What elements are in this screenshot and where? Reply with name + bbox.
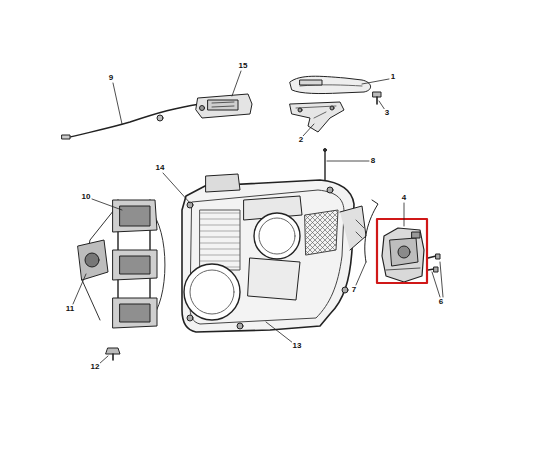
rod-end (324, 149, 327, 152)
callout-number: 7 (351, 286, 357, 294)
callout-number: 8 (370, 157, 376, 165)
callout-number: 3 (384, 109, 390, 117)
bolt (106, 348, 120, 360)
callout-number: 13 (292, 342, 303, 350)
callout-number: 10 (81, 193, 92, 201)
handle-bracket (290, 102, 344, 132)
highlight-box (377, 219, 427, 283)
leader-lines (73, 71, 443, 364)
callout-number: 9 (108, 74, 114, 82)
callout-number: 11 (65, 305, 75, 313)
callout-number: 14 (155, 164, 166, 172)
door-latch (382, 228, 424, 282)
door-module-panel (182, 174, 366, 332)
callout-number: 15 (238, 62, 249, 70)
callout-number: 2 (298, 136, 304, 144)
callout-number: 4 (401, 194, 407, 202)
cable-end (62, 135, 70, 139)
callout-number: 6 (438, 298, 444, 306)
inside-handle-bracket (196, 94, 252, 118)
callout-number: 1 (390, 73, 396, 81)
outside-handle (290, 76, 371, 93)
callout-number: 12 (90, 363, 101, 371)
latch-screws (428, 254, 440, 272)
cable (66, 104, 200, 138)
cable-clip (157, 115, 163, 121)
window-regulator (78, 200, 165, 328)
